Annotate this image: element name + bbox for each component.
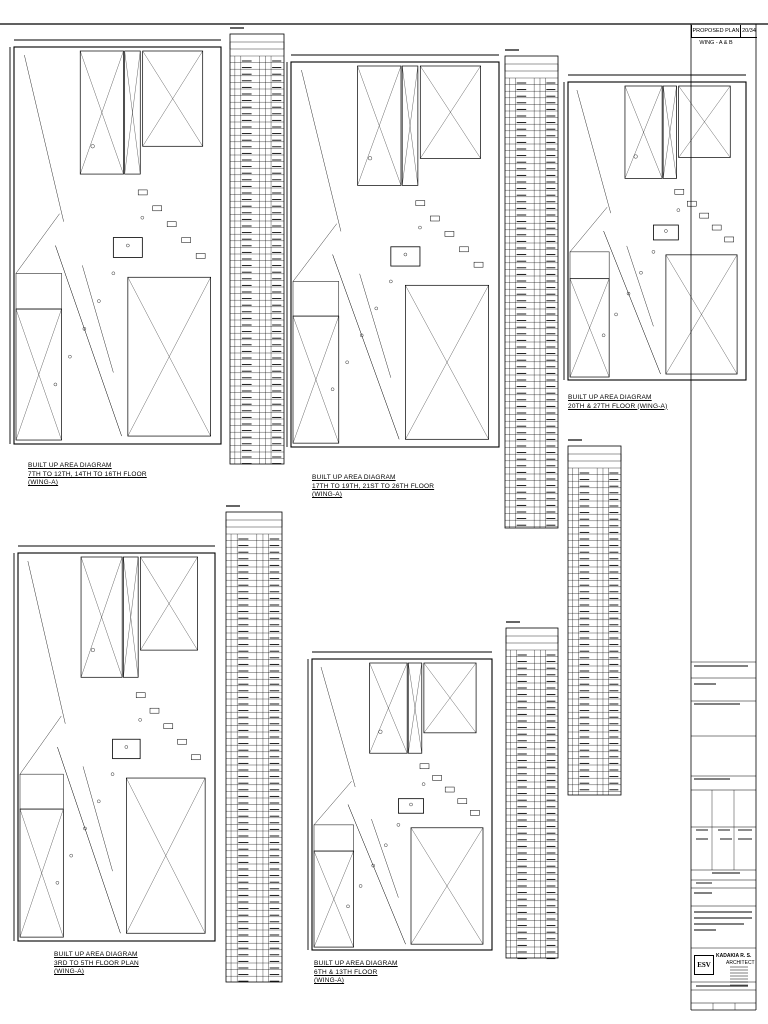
area-table-4 [225, 505, 283, 983]
diagram-caption-3: BUILT UP AREA DIAGRAM 20TH & 27TH FLOOR … [568, 394, 668, 410]
diagram-caption-5: BUILT UP AREA DIAGRAM 6TH & 13TH FLOOR (… [314, 960, 398, 984]
diagram-caption-1: BUILT UP AREA DIAGRAM 7TH TO 12TH, 14TH … [28, 462, 147, 486]
sheet-border [0, 23, 768, 1011]
signature-name: KADAKIA R. S. [716, 953, 752, 959]
area-table-3 [567, 439, 622, 796]
floor-plan-4 [13, 545, 216, 942]
firm-logo: ESV [694, 955, 714, 975]
floor-plan-2 [286, 54, 500, 448]
floor-plan-3 [563, 74, 747, 381]
diagram-caption-2: BUILT UP AREA DIAGRAM 17TH TO 19TH, 21ST… [312, 474, 435, 498]
signature-role: ARCHITECT [726, 960, 755, 966]
area-table-1 [229, 27, 285, 465]
floor-plan-1 [9, 39, 222, 445]
area-table-5 [505, 621, 559, 960]
diagram-caption-4: BUILT UP AREA DIAGRAM 3RD TO 5TH FLOOR P… [54, 951, 139, 975]
floor-plan-5 [307, 651, 493, 951]
sheet-title-tag: PROPOSED PLAN WING - A & B 20/34 [691, 25, 757, 46]
title-block [691, 661, 756, 1010]
sheet-title: PROPOSED PLAN WING - A & B [692, 25, 741, 46]
area-table-2 [504, 49, 559, 529]
sheet-number: 20/34 [742, 28, 756, 34]
